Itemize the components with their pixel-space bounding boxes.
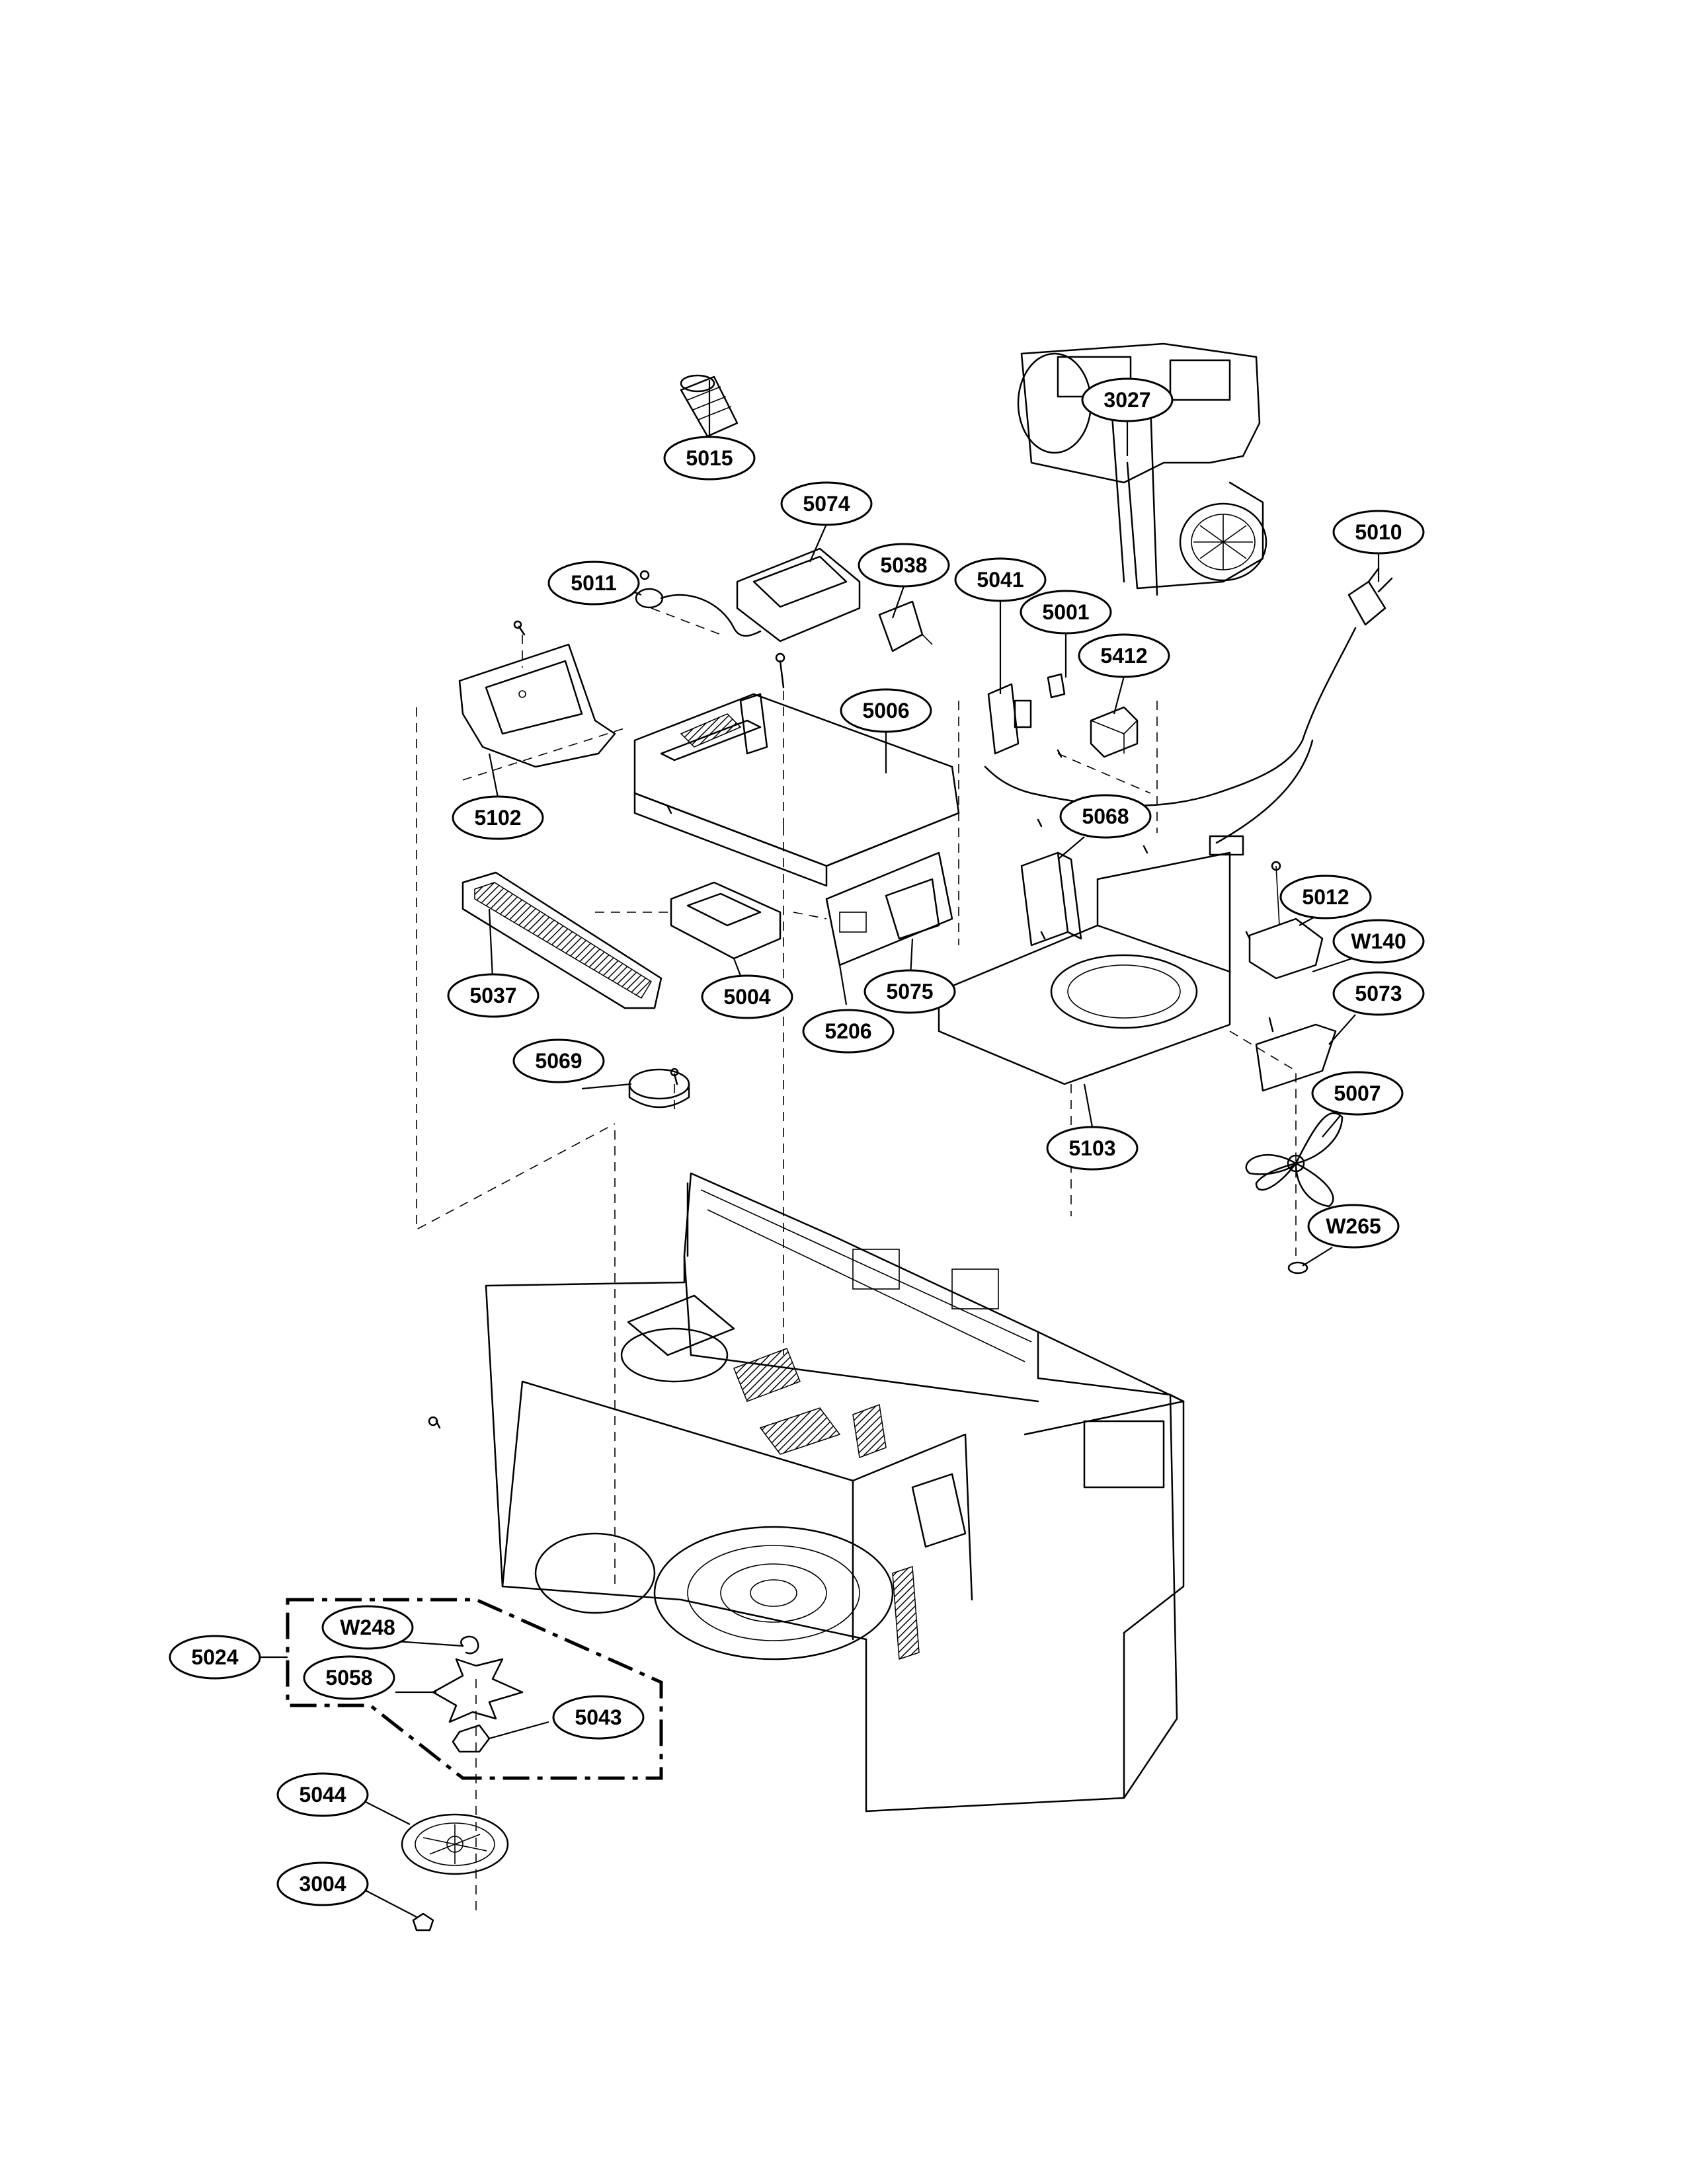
callout-5069: 5069 — [512, 1038, 605, 1083]
blower-motor-assembly — [1017, 342, 1267, 596]
clip-w248 — [460, 1635, 479, 1655]
callout-3004: 3004 — [276, 1861, 369, 1906]
kit-outline — [286, 1598, 663, 1780]
thermostat-wire — [635, 570, 762, 637]
callout-5011: 5011 — [547, 561, 640, 605]
callout-label: 5010 — [1355, 520, 1402, 544]
callout-5024: 5024 — [169, 1635, 261, 1680]
callout-label: 5024 — [191, 1645, 238, 1669]
nut-w265 — [1287, 1261, 1308, 1274]
assembly-lines — [416, 607, 1297, 1910]
callout-label: 5058 — [325, 1666, 372, 1690]
callout-5412: 5412 — [1078, 633, 1170, 678]
callout-5001: 5001 — [1020, 590, 1112, 635]
callout-label: 5103 — [1068, 1136, 1115, 1160]
pin-part — [1047, 673, 1066, 699]
callout-label: W265 — [1326, 1214, 1381, 1238]
callout-label: 5011 — [571, 571, 616, 595]
callout-5012: 5012 — [1279, 875, 1372, 919]
callout-5006: 5006 — [840, 688, 932, 733]
callout-W265: W265 — [1307, 1204, 1400, 1249]
callout-label: 5001 — [1042, 600, 1089, 624]
lamp-socket-part — [680, 374, 739, 438]
callout-label: W248 — [340, 1616, 395, 1639]
callout-5206: 5206 — [802, 1009, 895, 1054]
power-cord — [984, 567, 1393, 856]
callout-5037: 5037 — [447, 973, 540, 1018]
callout-5004: 5004 — [701, 974, 793, 1019]
callout-5102: 5102 — [452, 795, 544, 840]
callout-W140: W140 — [1332, 919, 1425, 964]
fan-blade — [1245, 1112, 1344, 1208]
screws — [428, 620, 1281, 1429]
callout-3027: 3027 — [1081, 377, 1174, 422]
switch-part — [878, 600, 933, 652]
vent-duct — [458, 643, 616, 768]
callout-label: 5041 — [977, 568, 1024, 592]
callout-5041: 5041 — [954, 557, 1047, 602]
cover-plate — [670, 881, 782, 960]
callout-5058: 5058 — [303, 1655, 395, 1700]
callout-5007: 5007 — [1311, 1071, 1404, 1116]
callout-label: 5412 — [1100, 644, 1147, 668]
callout-label: 5004 — [723, 985, 770, 1009]
callout-5075: 5075 — [863, 969, 956, 1014]
callout-W248: W248 — [321, 1605, 414, 1650]
callout-label: 5006 — [862, 699, 909, 722]
relay-block — [1090, 706, 1139, 758]
callout-label: 5038 — [880, 553, 927, 577]
vertical-bracket — [1020, 851, 1082, 947]
callout-label: 5068 — [1082, 804, 1129, 828]
callout-label: 5102 — [474, 806, 521, 830]
callout-label: W140 — [1351, 929, 1406, 953]
callout-5010: 5010 — [1332, 510, 1425, 555]
main-cabinet — [485, 1172, 1185, 1813]
small-bracket — [1255, 1023, 1337, 1092]
callout-5015: 5015 — [663, 436, 756, 481]
motor-part — [1248, 865, 1324, 980]
callout-label: 5044 — [299, 1783, 346, 1807]
callout-label: 5043 — [575, 1705, 622, 1729]
callout-5073: 5073 — [1332, 971, 1425, 1016]
lamp-housing — [736, 547, 861, 643]
callout-5068: 5068 — [1059, 794, 1152, 839]
callout-label: 5037 — [469, 984, 516, 1007]
leader-lines — [255, 380, 1380, 1918]
callout-label: 5015 — [686, 446, 733, 470]
interlock-bracket — [987, 683, 1032, 755]
turntable-5044 — [401, 1813, 509, 1875]
callout-label: 3004 — [299, 1872, 346, 1896]
coupler-5058 — [432, 1658, 524, 1723]
callout-5103: 5103 — [1046, 1126, 1139, 1171]
main-bracket — [633, 693, 960, 887]
roller-5043 — [452, 1724, 491, 1753]
callout-5043: 5043 — [552, 1695, 645, 1740]
callout-5038: 5038 — [858, 543, 950, 588]
foot-3004 — [412, 1912, 434, 1931]
stirrer-motor — [628, 1068, 690, 1109]
callout-label: 5069 — [535, 1049, 582, 1073]
control-panel-bracket — [825, 851, 953, 966]
callout-label: 5012 — [1302, 885, 1349, 909]
callout-label: 5075 — [886, 980, 933, 1003]
callout-label: 5206 — [824, 1019, 871, 1043]
callout-5044: 5044 — [276, 1772, 369, 1817]
callout-5074: 5074 — [780, 481, 873, 526]
callout-label: 5073 — [1355, 982, 1402, 1005]
base-plate — [938, 851, 1231, 1085]
callout-label: 5074 — [803, 492, 850, 516]
callout-label: 5007 — [1334, 1081, 1381, 1105]
callout-label: 3027 — [1104, 388, 1150, 412]
grease-filter — [462, 871, 662, 1009]
